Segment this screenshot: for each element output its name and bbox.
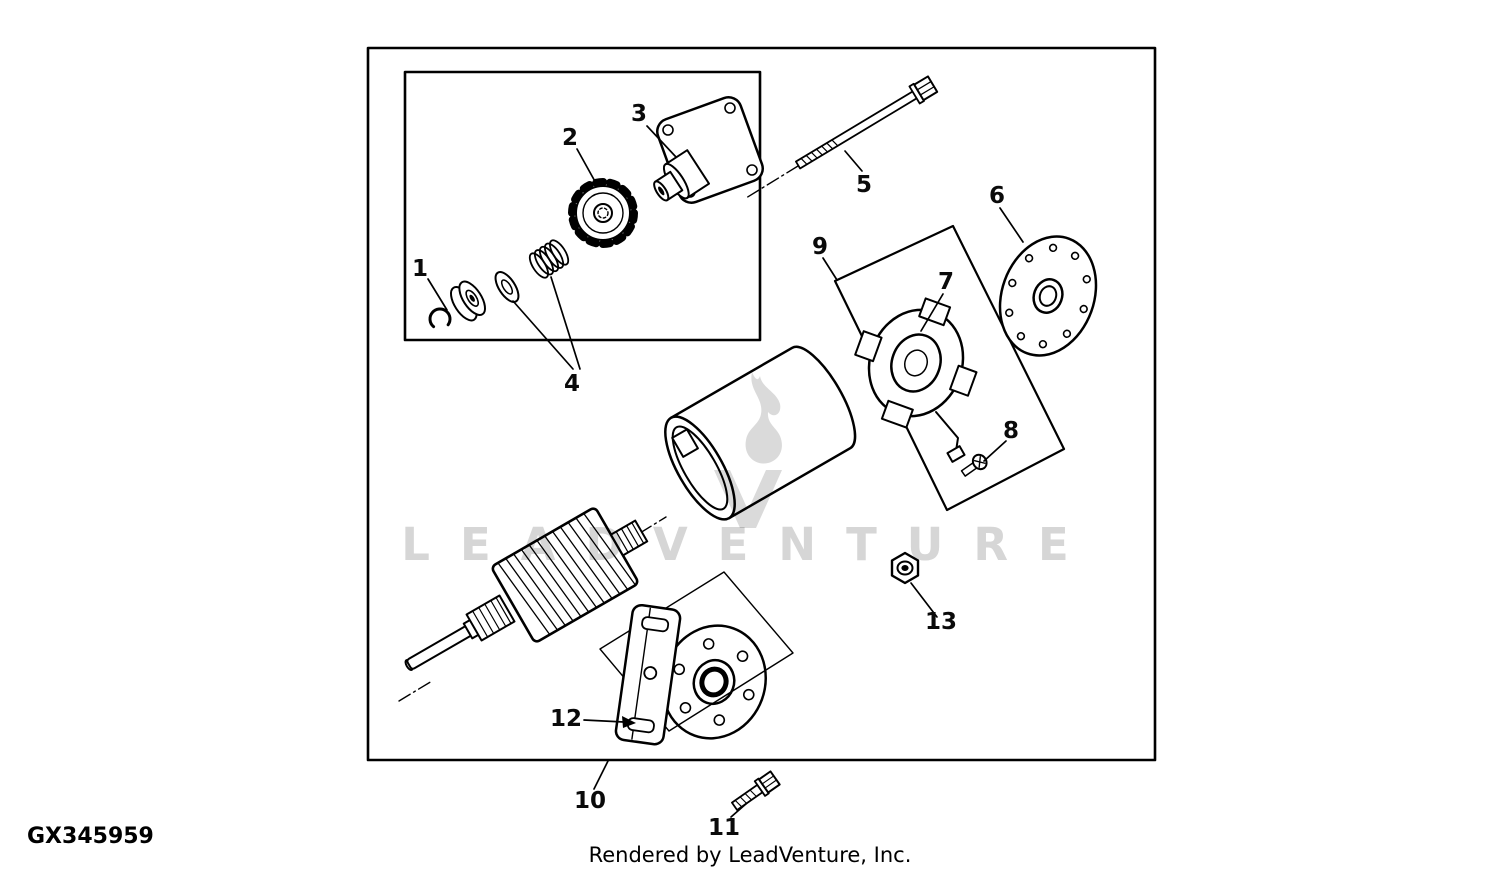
drive-end-housing xyxy=(653,96,764,204)
mounting-bracket xyxy=(614,603,682,746)
part-label-1: 1 xyxy=(412,256,428,282)
part-label-10: 10 xyxy=(574,788,606,814)
centerline xyxy=(398,165,799,702)
part-label-2: 2 xyxy=(562,125,578,151)
retainer-collar xyxy=(449,280,487,322)
part-label-6: 6 xyxy=(989,183,1005,209)
end-cap-disc xyxy=(998,235,1098,357)
part-label-8: 8 xyxy=(1003,418,1019,444)
footer-credit: Rendered by LeadVenture, Inc. xyxy=(588,843,912,867)
hex-nut xyxy=(890,551,920,585)
part-label-13: 13 xyxy=(925,609,957,635)
mounting-bolt xyxy=(731,770,781,811)
thrust-washer xyxy=(494,271,520,303)
armature xyxy=(404,507,649,671)
brush-holder xyxy=(854,297,978,463)
part-label-4: 4 xyxy=(564,371,580,397)
inset-detail-box xyxy=(403,70,762,342)
part-label-7: 7 xyxy=(938,269,954,295)
brush-holder-box xyxy=(833,224,1066,512)
through-bolt xyxy=(795,75,939,170)
part-label-5: 5 xyxy=(856,172,872,198)
pinion-gear xyxy=(568,178,638,248)
leader-lines xyxy=(427,125,1024,818)
part-label-12: 12 xyxy=(550,706,582,732)
motor-housing xyxy=(664,345,857,521)
terminal-screw xyxy=(960,453,988,477)
drive-spring xyxy=(528,239,570,279)
part-label-9: 9 xyxy=(812,234,828,260)
drawing-id-code: GX345959 xyxy=(27,824,154,849)
part-label-3: 3 xyxy=(631,101,647,127)
diagram-frame xyxy=(366,46,1157,762)
snap-ring xyxy=(428,307,452,331)
part-label-11: 11 xyxy=(708,815,740,841)
